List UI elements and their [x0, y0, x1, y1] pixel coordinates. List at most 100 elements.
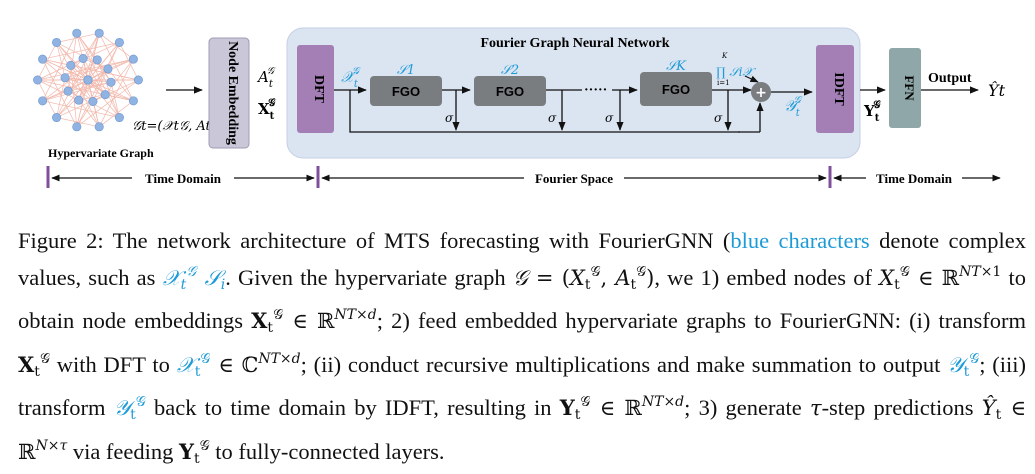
- graph-edge: [76, 42, 120, 127]
- time-domain-left-bg: [132, 170, 234, 186]
- sk-label: 𝒮K: [666, 59, 687, 74]
- graph-edge: [42, 58, 89, 81]
- graph-edge: [56, 32, 100, 43]
- caption-after-blue: denote complex values, such as: [18, 228, 1026, 290]
- hypervariate-graph: [33, 28, 143, 132]
- graph-node: [92, 55, 102, 65]
- graph-edge: [70, 42, 120, 66]
- caption-l4c: ; (ii) conduct recursive multiplications: [300, 351, 651, 377]
- graph-edge: [42, 59, 78, 127]
- graph-edge: [76, 79, 89, 127]
- graph-node: [78, 54, 88, 64]
- caption-l3c: ; 2) feed embedded hypervariate graphs: [376, 308, 746, 333]
- caption-fset: ∈ ℂNT×d: [210, 350, 301, 377]
- caption-line2-tail: . Given the hypervariate graph: [225, 264, 513, 290]
- graph-edge: [98, 59, 134, 127]
- graph-edge: [78, 33, 100, 101]
- graph-node: [63, 86, 73, 96]
- ffn-label: FFN: [902, 75, 917, 101]
- sum-plus: +: [755, 85, 767, 101]
- graph-edge: [87, 33, 100, 81]
- graph-node: [60, 73, 70, 83]
- graph-node: [52, 113, 62, 123]
- graph-edge: [110, 82, 120, 118]
- caption-l4b: with DFT to: [49, 351, 177, 377]
- fgo-block-2: [474, 76, 546, 106]
- graph-edge: [56, 33, 100, 118]
- graph-edge: [96, 59, 120, 118]
- caption-l6d: to fully-connected layers.: [209, 438, 445, 464]
- graph-edge: [64, 58, 134, 79]
- graph-edge: [56, 77, 66, 118]
- caption-l6a: ; 3) generate: [684, 395, 810, 420]
- graph-node: [38, 96, 48, 106]
- fourier-space-bg: [524, 170, 624, 186]
- graph-edge: [104, 58, 134, 95]
- caption-l6c: via feeding: [67, 438, 180, 464]
- caption-l3a: of: [853, 264, 880, 290]
- caption-fdef: 𝒳t𝒢: [176, 350, 211, 380]
- graph-node: [128, 54, 138, 64]
- fgo-block-1: [370, 76, 442, 106]
- sigma-3: σ: [605, 111, 614, 125]
- graph-edge: [56, 117, 100, 128]
- graph-node: [133, 75, 143, 85]
- ffn-block: [889, 48, 921, 128]
- graph-edge: [56, 42, 100, 127]
- graph-node: [128, 96, 138, 106]
- graph-edge: [78, 99, 100, 128]
- graph-edge: [56, 42, 66, 78]
- product-lower-limit: i=1: [717, 79, 730, 87]
- graph-edge: [87, 42, 120, 81]
- graph-edge: [42, 90, 69, 102]
- caption-tau: τ: [809, 396, 822, 420]
- architecture-figure: 𝒢t=(𝒳t𝒢, At𝒢) Hypervariate Graph Node Em…: [33, 27, 1006, 188]
- caption-graph-def: 𝒢 = (Xt𝒢, At𝒢): [512, 263, 655, 293]
- node-embedding-block: [208, 37, 250, 149]
- caption-y2: 𝒴t𝒢: [113, 394, 146, 423]
- graph-node: [72, 28, 82, 38]
- dft-label: DFT: [311, 75, 326, 104]
- caption-l3b: to obtain node embeddings: [18, 264, 1027, 334]
- graph-edge: [107, 58, 134, 70]
- ellipsis: ·····: [584, 83, 607, 98]
- idft-block: [816, 45, 854, 133]
- graph-node: [52, 37, 62, 47]
- graph-node: [103, 64, 113, 74]
- figure-caption: Figure 2: The network architecture of MT…: [18, 226, 1026, 474]
- bypass-path: [349, 90, 740, 133]
- graph-edge: [82, 58, 106, 95]
- graph-edge: [37, 58, 134, 81]
- s2-label: 𝒮2: [501, 63, 519, 78]
- adjacency-label: At𝒢: [256, 66, 276, 90]
- product-annotation: ∏ 𝒮i𝒳: [716, 65, 756, 79]
- fourier-gnn-title: Fourier Graph Neural Network: [480, 36, 669, 51]
- graph-edge: [98, 33, 134, 101]
- caption-xdef: Xt𝒢 ∈ ℝNT×1: [879, 263, 1002, 293]
- caption-line2-end: , we 1) embed nodes: [654, 264, 847, 290]
- sigma-4: σ: [714, 111, 723, 125]
- fourier-space-label: Fourier Space: [535, 171, 613, 186]
- graph-edge: [56, 94, 106, 118]
- embedding-x-label: Xt𝒢: [258, 97, 276, 122]
- graph-edge: [76, 101, 94, 127]
- caption-l5c: back to time domain by IDFT, resulting i…: [145, 395, 552, 420]
- graph-node: [114, 37, 124, 47]
- fourier-x-label: 𝒳t𝒢: [341, 66, 361, 90]
- caption-ydef: 𝒴t𝒢: [947, 350, 980, 380]
- graph-edge: [37, 79, 57, 118]
- caption-l4a: to FourierGNN: (i) transform: [754, 308, 1026, 333]
- sum-node: [751, 82, 771, 102]
- graph-node: [83, 75, 93, 85]
- s1-label: 𝒮1: [397, 63, 415, 78]
- graph-node: [114, 113, 124, 123]
- caption-l5a: and make summation to output: [656, 351, 948, 377]
- output-y-label: Yt𝒢: [863, 99, 881, 124]
- graph-node: [33, 75, 43, 85]
- fgo-block-k: [640, 72, 712, 106]
- graph-node: [94, 122, 104, 132]
- node-embedding-label: Node Embedding: [225, 41, 240, 145]
- dft-block: [297, 45, 334, 133]
- graph-edge: [37, 79, 134, 102]
- graph-formula: 𝒢t=(𝒳t𝒢, At𝒢): [132, 119, 225, 134]
